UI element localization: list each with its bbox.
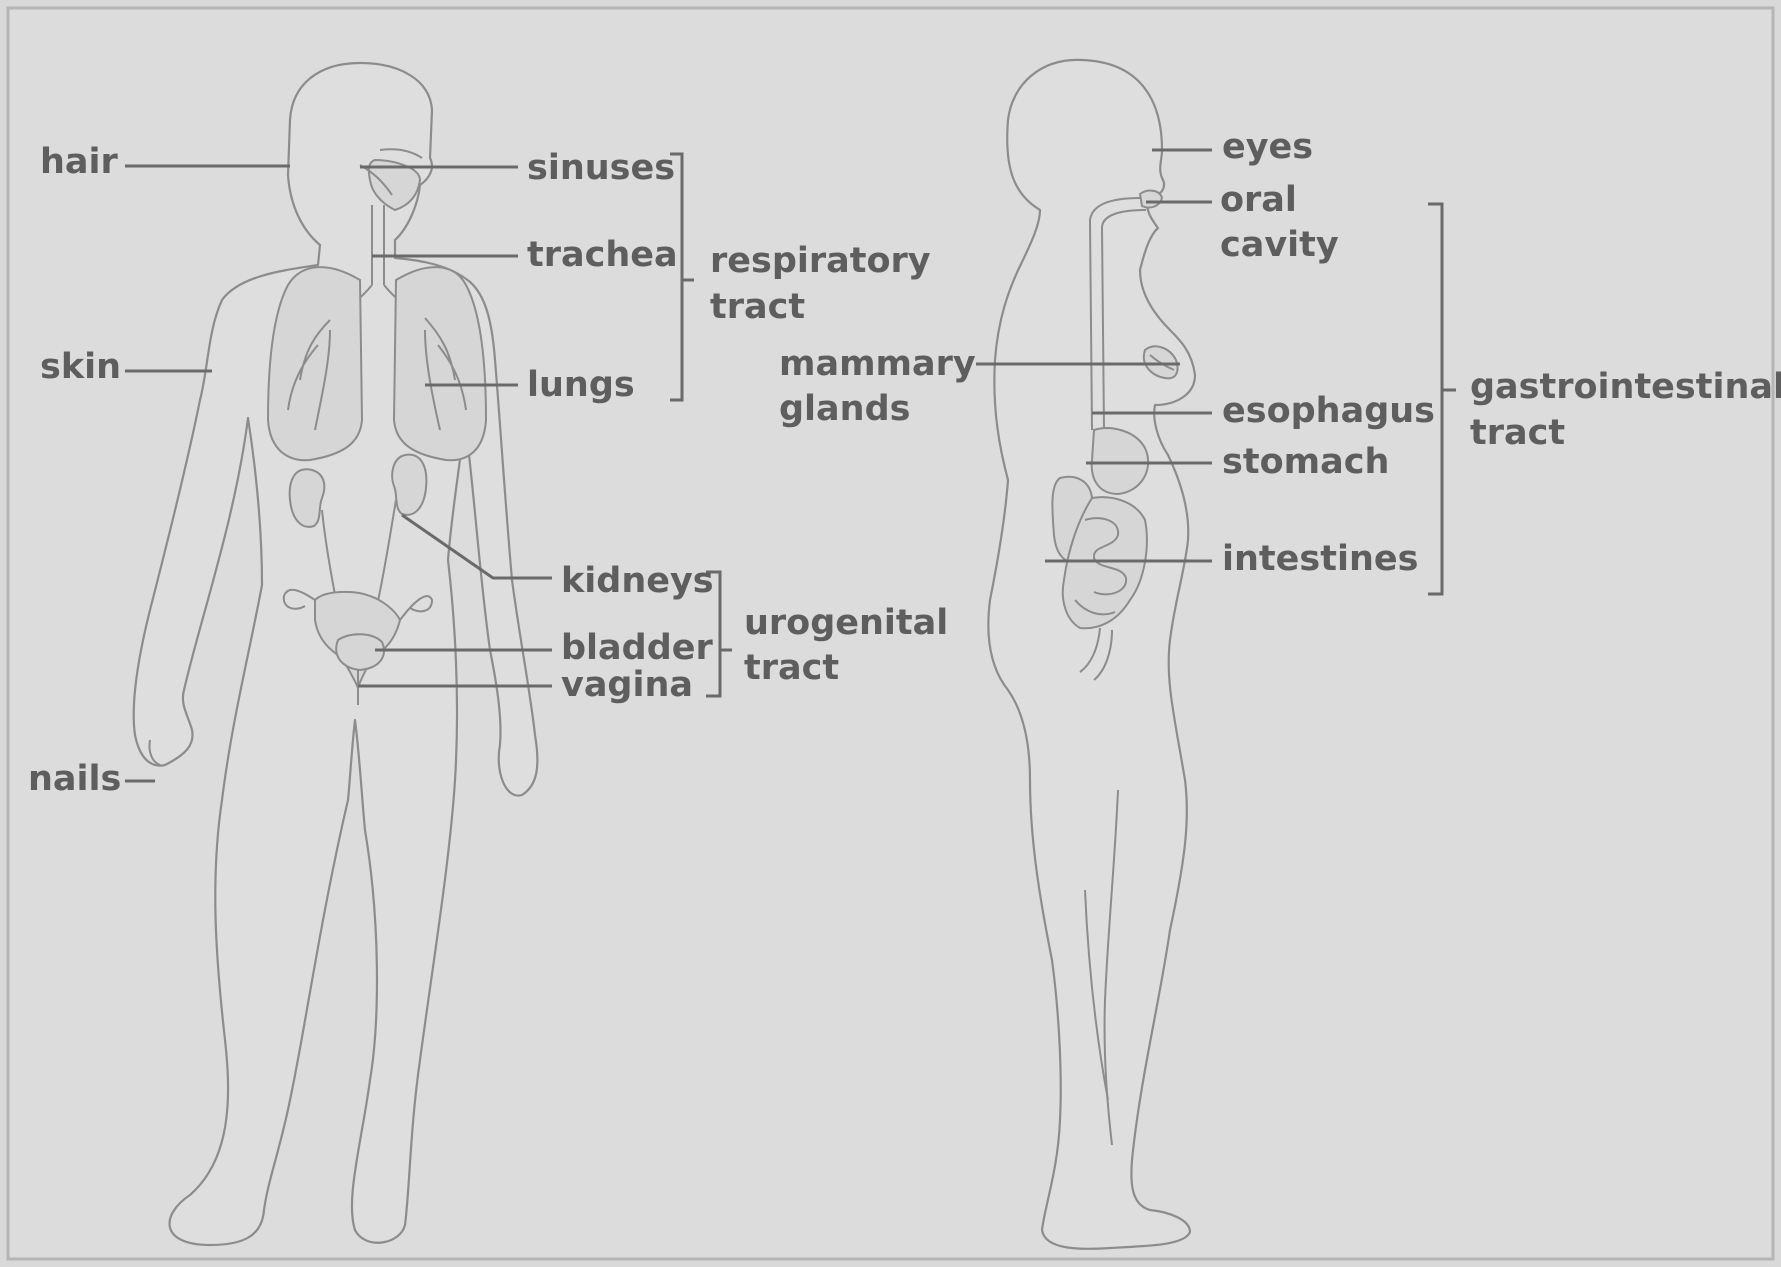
label-gastrointestinal-tract-line2: tract <box>1470 413 1565 453</box>
label-esophagus: esophagus <box>1222 391 1435 431</box>
label-stomach: stomach <box>1222 442 1389 482</box>
label-urogenital-tract-line2: tract <box>744 648 839 688</box>
label-respiratory-tract-line2: tract <box>710 287 805 327</box>
label-urogenital-tract-line1: urogenital <box>744 603 948 643</box>
label-intestines: intestines <box>1222 539 1418 579</box>
label-mammary-glands-line1: mammary <box>779 344 976 384</box>
label-trachea: trachea <box>527 235 678 275</box>
label-mammary-glands-line2: glands <box>779 389 910 429</box>
label-gastrointestinal-tract-line1: gastrointestinal <box>1470 367 1781 407</box>
label-respiratory-tract-line1: respiratory <box>710 241 931 281</box>
label-skin: skin <box>40 347 121 387</box>
front-right-kidney <box>392 455 426 515</box>
front-bladder <box>336 634 384 670</box>
side-oral-cavity <box>1140 191 1162 208</box>
label-lungs: lungs <box>527 365 635 405</box>
label-eyes: eyes <box>1222 127 1313 167</box>
label-kidneys: kidneys <box>561 561 714 601</box>
label-vagina: vagina <box>561 665 693 705</box>
label-oral-cavity-line1: oral <box>1220 180 1297 220</box>
label-sinuses: sinuses <box>527 148 675 188</box>
label-bladder: bladder <box>561 628 714 668</box>
front-left-kidney <box>290 469 325 527</box>
label-nails: nails <box>28 759 121 799</box>
label-oral-cavity-line2: cavity <box>1220 225 1339 265</box>
front-left-lung <box>268 267 362 460</box>
label-hair: hair <box>40 142 119 182</box>
